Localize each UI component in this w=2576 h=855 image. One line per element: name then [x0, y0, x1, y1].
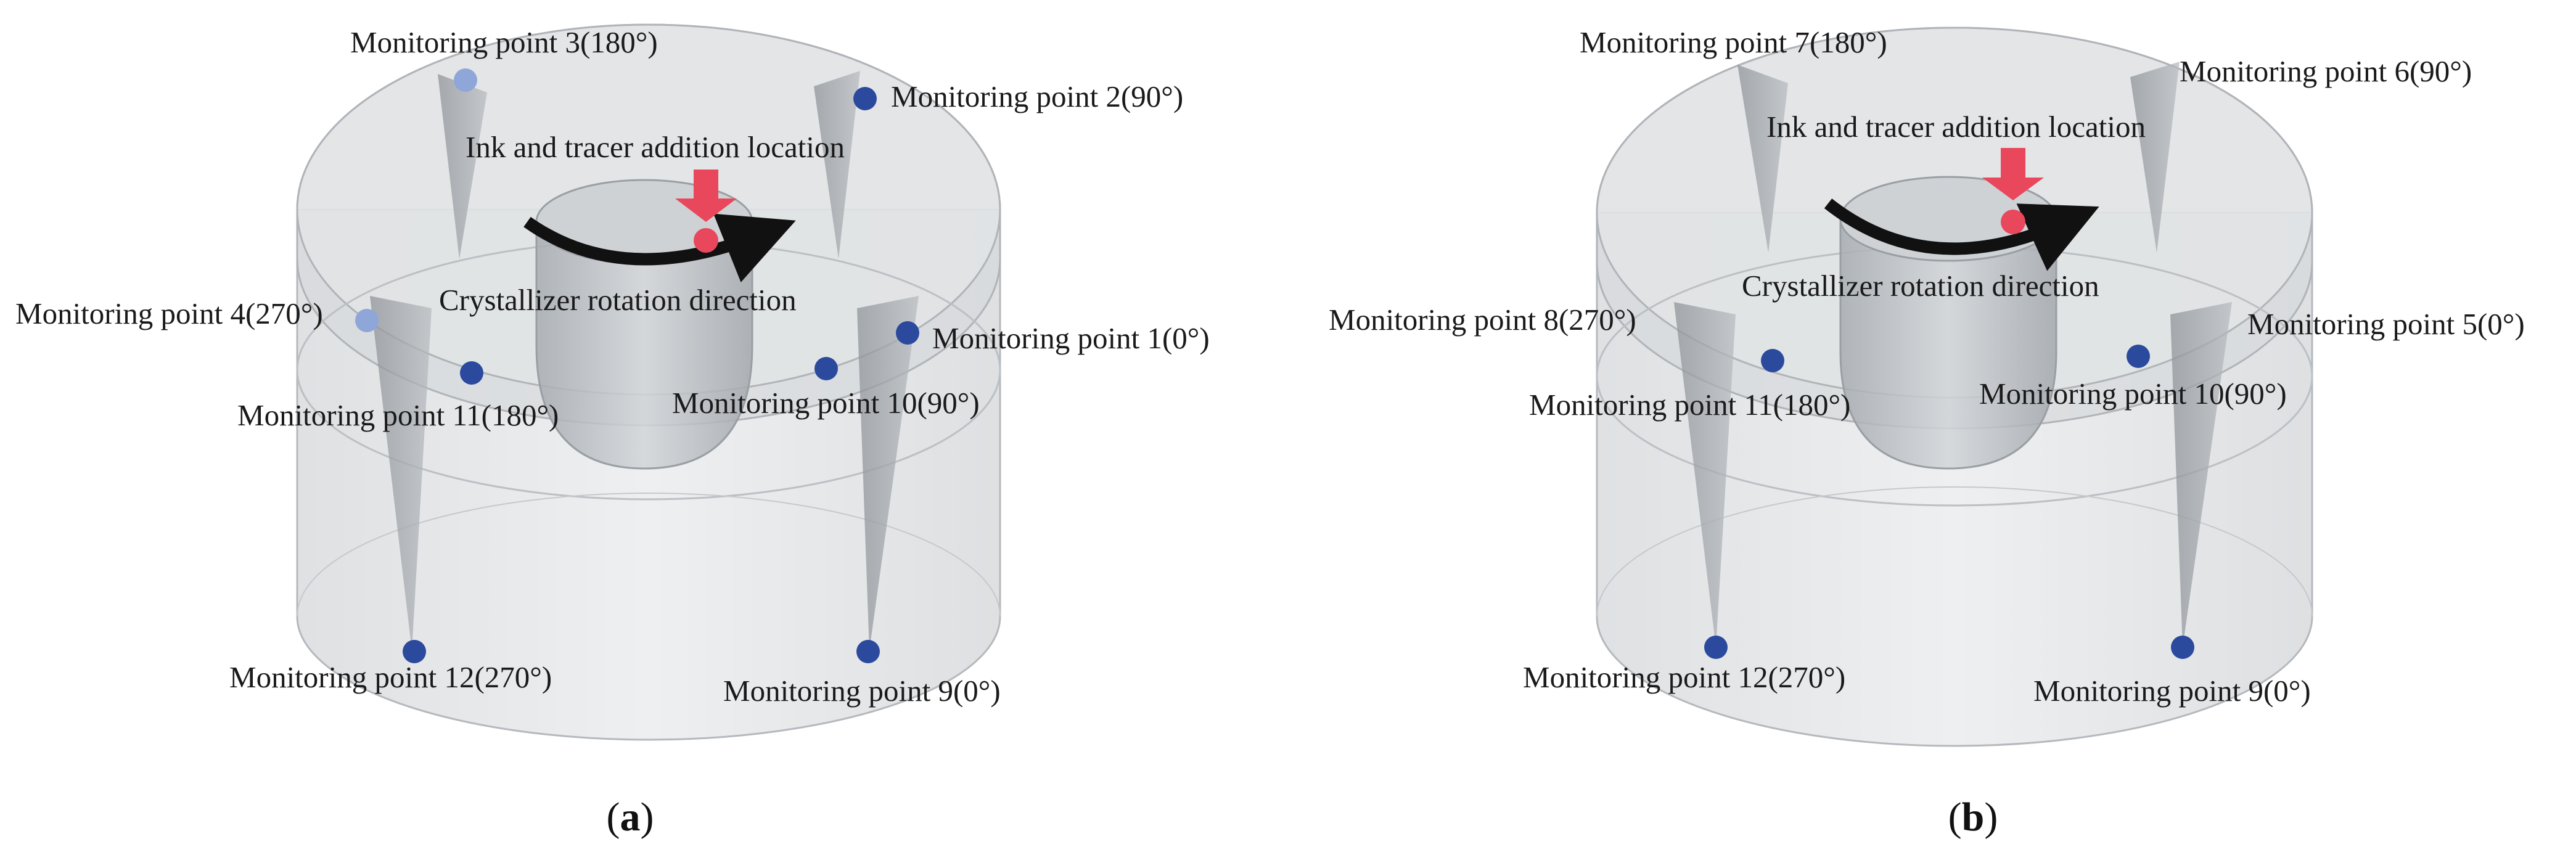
- injection-label: Ink and tracer addition location: [1766, 110, 2146, 144]
- monitoring-point-label: Monitoring point 11(180°): [237, 398, 559, 432]
- monitoring-point-marker: [2127, 345, 2150, 368]
- injection-arrow: [1982, 148, 2044, 200]
- monitoring-point-marker: [2171, 636, 2194, 659]
- injection-label: Ink and tracer addition location: [466, 130, 845, 164]
- monitoring-point-marker: [454, 68, 477, 92]
- monitoring-point-marker: [896, 321, 919, 345]
- monitoring-point-label: Monitoring point 3(180°): [350, 25, 658, 59]
- monitoring-point-marker: [856, 640, 880, 663]
- injection-marker: [2001, 210, 2025, 234]
- monitoring-point-label: Monitoring point 7(180°): [1580, 25, 1887, 59]
- monitoring-point-marker: [460, 361, 483, 385]
- monitoring-point-label: Monitoring point 5(0°): [2247, 307, 2525, 341]
- injection-marker: [694, 228, 718, 253]
- monitoring-point-marker: [355, 309, 379, 332]
- monitoring-point-label: Monitoring point 12(270°): [1523, 660, 1845, 694]
- rotation-label: Crystallizer rotation direction: [1742, 269, 2099, 303]
- monitoring-point-marker: [1761, 349, 1784, 372]
- rotation-label: Crystallizer rotation direction: [439, 283, 797, 317]
- rotation-arrow: [1824, 198, 2099, 271]
- monitoring-point-label: Monitoring point 6(90°): [2180, 54, 2472, 88]
- monitoring-point-label: Monitoring point 1(0°): [932, 321, 1210, 355]
- caption-b: (b): [1948, 795, 1998, 840]
- panel-b: Ink and tracer addition location Crystal…: [1329, 25, 2525, 840]
- monitoring-point-label: Monitoring point 8(270°): [1329, 303, 1636, 337]
- monitoring-point-label: Monitoring point 10(90°): [672, 386, 980, 420]
- rotation-arrow: [523, 213, 796, 282]
- monitoring-point-marker: [1704, 636, 1728, 659]
- vessel-a: [296, 23, 1001, 741]
- monitoring-point-label: Monitoring point 10(90°): [1979, 377, 2287, 411]
- caption-a: (a): [607, 795, 654, 840]
- monitoring-point-label: Monitoring point 12(270°): [229, 660, 552, 694]
- monitoring-point-label: Monitoring point 2(90°): [891, 80, 1183, 113]
- monitoring-point-label: Monitoring point 9(0°): [723, 674, 1001, 708]
- monitoring-point-marker: [853, 87, 877, 110]
- injection-arrow: [675, 170, 737, 222]
- monitoring-point-label: Monitoring point 4(270°): [15, 297, 323, 330]
- monitoring-point-label: Monitoring point 11(180°): [1529, 388, 1850, 422]
- monitoring-point-label: Monitoring point 9(0°): [2033, 674, 2311, 708]
- monitoring-point-marker: [403, 640, 426, 663]
- panel-a: Ink and tracer addition location Crystal…: [15, 23, 1210, 840]
- monitoring-point-marker: [814, 357, 838, 380]
